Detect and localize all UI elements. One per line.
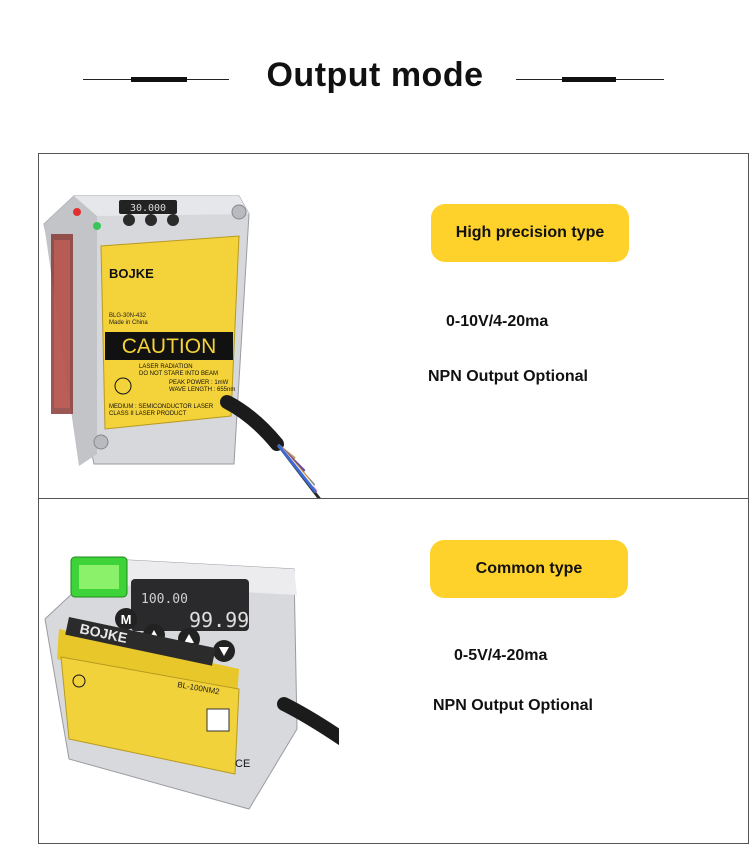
left-divider-accent — [131, 77, 187, 82]
svg-text:MEDIUM : SEMICONDUCTOR LASER: MEDIUM : SEMICONDUCTOR LASER — [109, 404, 214, 410]
output-range-text: 0-10V/4-20ma — [446, 313, 549, 330]
sensor-display — [131, 579, 249, 631]
laser-hazard-icon — [114, 377, 132, 395]
product-label — [60, 656, 240, 775]
section-header: Output mode — [0, 0, 750, 150]
sensor-display — [119, 200, 177, 214]
svg-text:99.99: 99.99 — [189, 608, 249, 632]
button-icon — [145, 214, 157, 226]
right-divider-accent — [562, 77, 616, 82]
button-icon — [167, 214, 179, 226]
red-led-icon — [73, 208, 81, 216]
wire — [277, 444, 317, 493]
svg-text:LASER RADIATION: LASER RADIATION — [139, 364, 193, 370]
button-icon — [123, 214, 135, 226]
high-precision-type-badge: High precision type — [431, 204, 629, 262]
svg-text:30.000: 30.000 — [130, 203, 166, 214]
qr-code-icon — [206, 708, 230, 732]
svg-text:PEAK POWER : 1mW: PEAK POWER : 1mW — [169, 380, 229, 386]
laser-sensor-image: 100.00 99.99 M BOJKE BL-100NM2 CE — [44, 556, 339, 810]
laser-sensor-image: 30.000 BOJKE BLG-30N-432 Made in China C… — [43, 195, 321, 498]
ce-mark-icon: CE — [235, 758, 250, 770]
output-type-text: NPN Output Optional — [428, 368, 588, 385]
output-range-text: 0-5V/4-20ma — [454, 647, 548, 664]
sensor-cable — [220, 395, 284, 451]
svg-text:WAVE LENGTH : 655nm: WAVE LENGTH : 655nm — [169, 387, 235, 393]
common-type-badge: Common type — [430, 540, 628, 598]
product-panel-common: 100.00 99.99 M BOJKE BL-100NM2 CE Common… — [38, 498, 749, 844]
svg-text:CLASS II LASER PRODUCT: CLASS II LASER PRODUCT — [109, 411, 187, 417]
product-panel-high-precision: 30.000 BOJKE BLG-30N-432 Made in China C… — [38, 153, 749, 499]
svg-text:CAUTION: CAUTION — [122, 335, 217, 358]
laser-hazard-icon — [72, 674, 86, 688]
green-led-icon — [93, 222, 101, 230]
svg-text:Made in China: Made in China — [109, 320, 148, 326]
sensor-cable — [277, 697, 339, 746]
screw-icon — [231, 204, 247, 220]
mode-button-icon — [115, 608, 137, 630]
page-title: Output mode — [266, 56, 484, 94]
svg-text:BOJKE: BOJKE — [109, 266, 154, 281]
caution-banner — [105, 332, 233, 360]
svg-text:100.00: 100.00 — [141, 592, 188, 607]
screw-icon — [93, 434, 109, 450]
svg-text:DO NOT STARE INTO BEAM: DO NOT STARE INTO BEAM — [139, 371, 218, 377]
svg-text:M: M — [121, 612, 132, 627]
output-type-text: NPN Output Optional — [433, 697, 593, 714]
svg-text:BLG-30N-432: BLG-30N-432 — [109, 313, 147, 319]
sensor-wires — [277, 444, 321, 498]
